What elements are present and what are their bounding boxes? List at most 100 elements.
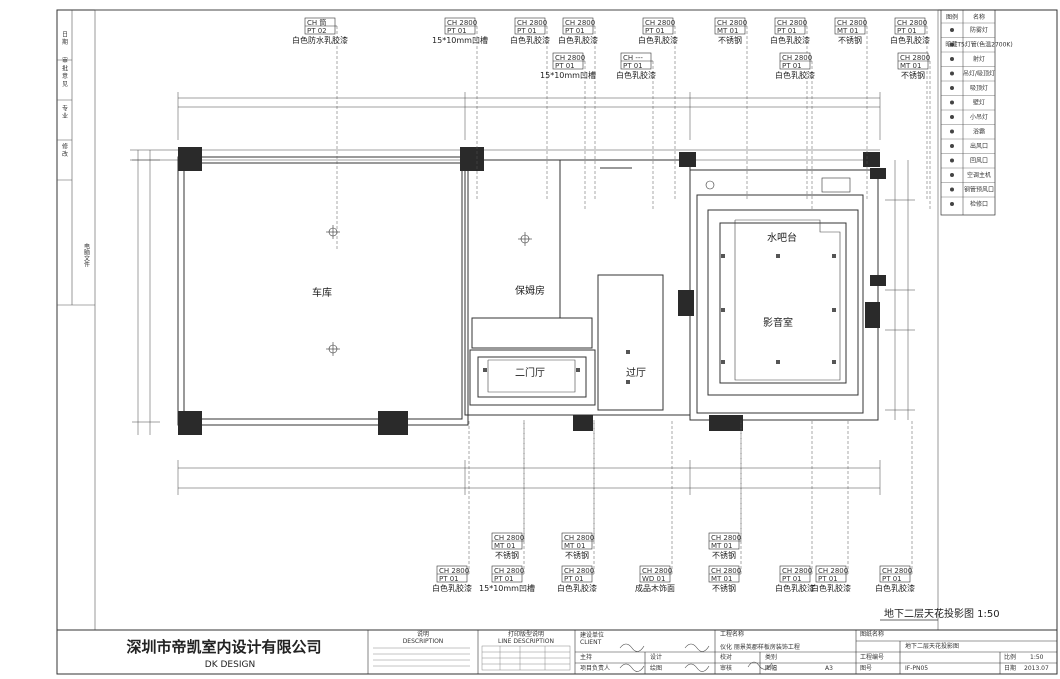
tag-caption: 不锈钢 [712,583,736,593]
legend-row-name: 检修口 [970,200,988,208]
tag-caption: 15*10mm凹槽 [479,583,535,593]
company-name-en: DK DESIGN [205,660,255,670]
room-corridor: 过厅 [626,366,646,379]
tag-caption: 白色乳胶漆 [638,35,678,45]
tag-material: PT 01 [565,27,585,35]
legend-row-name: 暗藏T5灯管(色温2700K) [945,41,1012,49]
client-en: CLIENT [580,639,602,646]
legend-symbol-icon [950,202,954,206]
tag-material: MT 01 [711,542,732,550]
approved-label: 审核 [720,664,732,672]
legend-symbol-icon [950,173,954,177]
principal-label: 主持 [580,653,592,661]
theater-ceiling-step [734,219,841,381]
drawing-value: 地下二层天花投影图 [905,642,959,650]
legend-head-symbol: 图例 [946,13,958,21]
company-name: 深圳市帝凯室内设计有限公司 [126,638,321,656]
tag-material: PT 01 [447,27,467,35]
top-dimension-chain [130,92,881,161]
frame-label: 图幅 [765,664,777,672]
issue-head-en: LINE DESCRIPTION [498,638,554,645]
legend-row-name: 回风口 [970,158,988,165]
tag-caption: 不锈钢 [718,35,742,45]
tag-height: CH 2800 [882,567,912,575]
legend-row-name: 钢管预风口 [964,186,994,194]
tag-height: CH 2800 [818,567,848,575]
legend-symbol-icon [950,100,954,105]
tag-height: CH 2800 [517,19,547,27]
tag-material: PT 01 [897,27,917,35]
tag-height: CH 2800 [564,534,594,542]
legend-symbol-icon [950,86,954,90]
notes-lines [373,647,470,667]
tag-caption: 白色乳胶漆 [875,583,915,593]
tag-caption: 白色乳胶漆 [558,35,598,45]
downlights [483,254,836,384]
approval-signature [747,661,773,670]
client-label: 建设单位 [580,631,604,639]
tag-material: WD 01 [642,575,665,583]
project-label: 工程名称 [720,630,744,638]
room-theater: 影音室 [763,316,793,329]
drawing-title: 地下二层天花投影图 1:50 [884,607,1000,620]
tag-material: MT 01 [564,542,585,550]
tag-caption: 不锈钢 [565,550,589,560]
bottom-dimension-chain [177,460,881,495]
tag-material: PT 01 [782,62,802,70]
tag-caption: 白色乳胶漆 [811,583,851,593]
signature [619,643,710,672]
legend-row-name: 吊灯/吸顶灯 [963,70,995,78]
design-label: 设计 [650,653,662,661]
tag-height: CH 2800 [564,567,594,575]
tag-material: PT 01 [564,575,584,583]
checked-label: 校对 [720,653,732,661]
title-block-grid [367,630,1057,674]
legend-row-name: 小吊灯 [970,113,988,121]
drawing-by-label: 绘图 [650,664,662,672]
tag-caption: 白色乳胶漆 [775,583,815,593]
tag-caption: 白色乳胶漆 [770,35,810,45]
manager-label: 项目负责人 [580,664,610,672]
tag-caption: 白色乳胶漆 [432,583,472,593]
legend-row-name: 防雾灯 [970,26,988,34]
tag-material: MT 01 [837,27,858,35]
left-strip-revision: 修 改 [61,142,68,158]
legend-symbol-icon [950,144,954,148]
room-bar: 水吧台 [767,231,797,244]
room-nanny: 保姆房 [515,284,545,297]
legend-row-name: 射灯 [973,55,985,63]
right-dimension-chain [885,160,915,420]
legend: 图例 名称 防雾灯暗藏T5灯管(色温2700K)射灯吊灯/吸顶灯吸顶灯壁灯小吊灯… [940,9,1013,216]
legend-row-name: 壁灯 [973,99,985,107]
tag-height: CH 2800 [642,567,672,575]
tag-height: CH 2800 [494,534,524,542]
frame-value: A3 [825,665,833,672]
tag-height: CH 2800 [782,567,812,575]
tag-material: PT 01 [494,575,514,583]
legend-row-name: 浴霸 [973,128,985,136]
tag-caption: 15*10mm凹槽 [540,70,596,80]
tag-material: MT 01 [900,62,921,70]
tag-caption: 不锈钢 [495,550,519,560]
left-dimension-chain [132,150,160,435]
project-no-label: 工程编号 [860,653,884,661]
ceiling-lights [326,177,851,356]
tags_top-tag: CH 2800 PT 01 白色乳胶漆 [770,17,810,200]
tag-height: CH 2800 [777,19,807,27]
issue-table [481,645,571,671]
tag-caption: 白色乳胶漆 [510,35,550,45]
legend-symbol-icon [950,28,954,32]
tag-height: CH 筒 [307,18,326,27]
tag-caption: 白色乳胶漆 [616,70,656,80]
tag-height: CH 2800 [494,567,524,575]
